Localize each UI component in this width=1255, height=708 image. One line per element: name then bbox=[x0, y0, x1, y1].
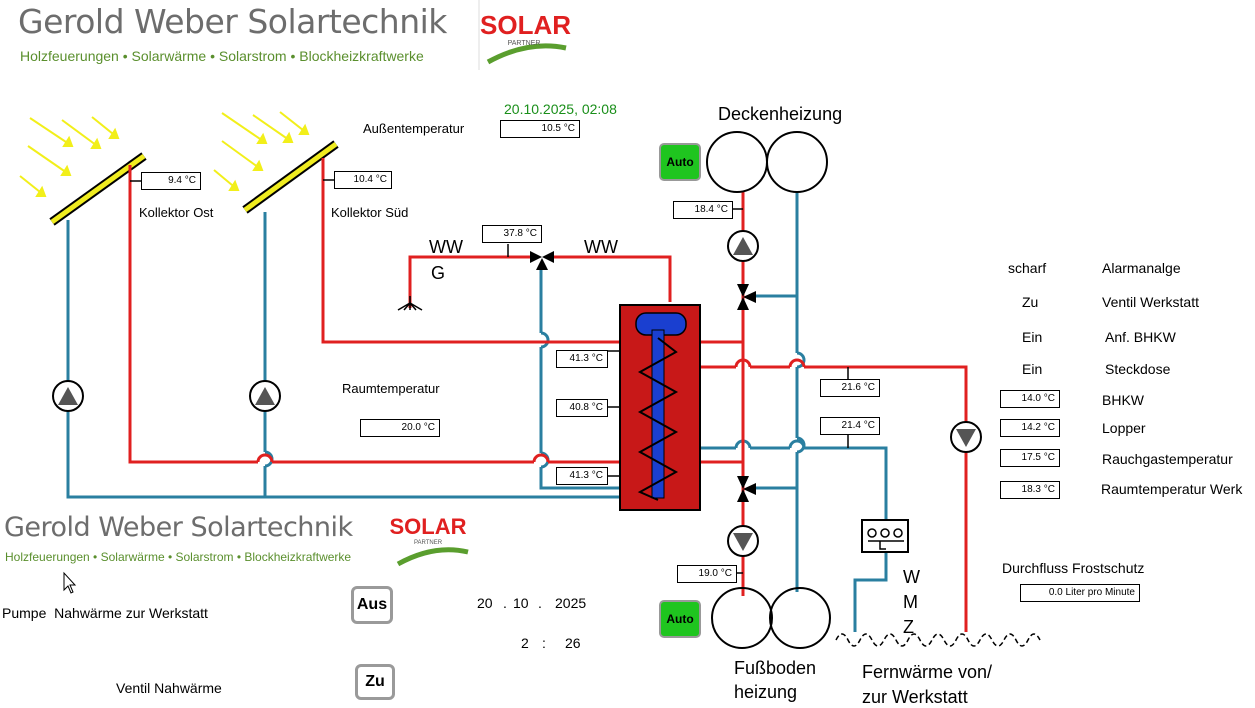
ceiling-heating-exchanger bbox=[706, 131, 828, 193]
valve-nahwaerme-label: Ventil Nahwärme bbox=[116, 680, 222, 696]
panel-date-sep1: . bbox=[503, 595, 507, 611]
tank-temp-top: 41.3 °C bbox=[556, 350, 608, 368]
ww-g-label: G bbox=[431, 263, 446, 283]
district-heating-line2: zur Werkstatt bbox=[862, 687, 968, 707]
panel-time-sep: : bbox=[542, 635, 546, 651]
tap-icon bbox=[397, 296, 423, 311]
datetime-display: 20.10.2025, 02:08 bbox=[504, 101, 617, 117]
district-heating-line1: Fernwärme von/ bbox=[862, 662, 993, 682]
status-bhkw-state: Ein bbox=[1022, 329, 1043, 345]
solar-logo-sub-bottom: PARTNER bbox=[413, 540, 443, 546]
wmz-z: Z bbox=[903, 617, 914, 637]
company-name-bottom: Gerold Weber Solartechnik bbox=[4, 512, 353, 543]
temp-workshop-label: Raumtemperatur Werk bbox=[1101, 481, 1243, 497]
panel-time-minute: 26 bbox=[565, 635, 581, 651]
collector-east-label: Kollektor Ost bbox=[139, 205, 214, 220]
mixing-valve-icon bbox=[530, 251, 554, 270]
panel-date-day: 20 bbox=[477, 595, 493, 611]
tank-temp-mid: 40.8 °C bbox=[556, 399, 608, 417]
collector-south-temp: 10.4 °C bbox=[334, 171, 392, 189]
status-alarm-label: Alarmanalge bbox=[1102, 260, 1181, 276]
outside-temp-label: Außentemperatur bbox=[363, 121, 465, 136]
ww-mix-temp: 37.8 °C bbox=[482, 225, 542, 243]
status-valve-state: Zu bbox=[1022, 294, 1039, 310]
sun-rays-south bbox=[213, 111, 310, 191]
floor-auto-button[interactable]: Auto bbox=[659, 600, 701, 638]
heat-meter-icon bbox=[861, 519, 909, 553]
tank-temp-bottom: 41.3 °C bbox=[556, 467, 608, 485]
temp-bhkw-value: 14.0 °C bbox=[1000, 390, 1060, 408]
pump-ceiling-icon bbox=[727, 230, 759, 262]
outside-temp-value: 10.5 °C bbox=[500, 120, 580, 138]
pump-collector-east-icon bbox=[52, 380, 84, 412]
temp-lopper-label: Lopper bbox=[1102, 420, 1146, 436]
status-bhkw-label: Anf. BHKW bbox=[1105, 329, 1176, 345]
collector-east-temp: 9.4 °C bbox=[141, 172, 201, 190]
room-temp-value: 20.0 °C bbox=[360, 419, 440, 437]
ceiling-auto-button[interactable]: Auto bbox=[659, 143, 701, 181]
temp-flue-value: 17.5 °C bbox=[1000, 449, 1060, 467]
company-name-top: Gerold Weber Solartechnik bbox=[18, 2, 447, 41]
status-alarm-state: scharf bbox=[1008, 260, 1047, 276]
pump-toggle-button[interactable]: Aus bbox=[351, 586, 393, 624]
temp-lopper-value: 14.2 °C bbox=[1000, 419, 1060, 437]
status-socket-state: Ein bbox=[1022, 361, 1043, 377]
temp-bhkw-label: BHKW bbox=[1102, 392, 1144, 408]
pump-district-icon bbox=[950, 421, 982, 453]
wmz-m: M bbox=[903, 592, 918, 612]
pump-collector-south-icon bbox=[249, 380, 281, 412]
room-temp-label: Raumtemperatur bbox=[342, 381, 440, 396]
line-temp-lower: 21.4 °C bbox=[820, 417, 880, 435]
floor-temp: 19.0 °C bbox=[677, 565, 737, 583]
temp-flue-label: Rauchgastemperatur bbox=[1102, 451, 1233, 467]
valve-toggle-button[interactable]: Zu bbox=[355, 664, 395, 700]
floor-heating-title-1: Fußboden bbox=[734, 658, 817, 678]
floor-heating-title-2: heizung bbox=[734, 682, 798, 702]
logo-swoosh-bottom bbox=[396, 547, 469, 567]
status-socket-label: Steckdose bbox=[1105, 361, 1171, 377]
three-way-valve-lower-icon bbox=[737, 476, 756, 502]
flow-label: Durchfluss Frostschutz bbox=[1002, 560, 1145, 576]
solar-logo-top: SOLAR bbox=[480, 10, 571, 40]
status-valve-label: Ventil Werkstatt bbox=[1102, 294, 1200, 310]
mouse-cursor-icon bbox=[63, 571, 77, 594]
pump-floor-icon bbox=[727, 525, 759, 557]
ww-right-label: WW bbox=[584, 237, 618, 257]
panel-date-year: 2025 bbox=[555, 595, 587, 611]
panel-date-month: 10 bbox=[513, 595, 529, 611]
temp-workshop-value: 18.3 °C bbox=[1000, 481, 1060, 499]
collector-south-label: Kollektor Süd bbox=[331, 205, 409, 220]
line-temp-upper: 21.6 °C bbox=[820, 379, 880, 397]
company-tagline-bottom: Holzfeuerungen • Solarwärme • Solarstrom… bbox=[5, 550, 352, 564]
wmz-w: W bbox=[903, 567, 920, 587]
solar-logo-sub-top: PARTNER bbox=[507, 40, 541, 47]
ww-left-label: WW bbox=[429, 237, 463, 257]
logo-swoosh-top bbox=[486, 43, 567, 65]
three-way-valve-upper-icon bbox=[737, 284, 756, 310]
floor-heating-exchanger bbox=[711, 587, 831, 649]
ceiling-temp: 18.4 °C bbox=[673, 201, 733, 219]
pump-nahwaerme-label: Pumpe Nahwärme zur Werkstatt bbox=[2, 605, 208, 621]
solar-logo-bottom: SOLAR bbox=[389, 514, 467, 539]
sun-rays-east bbox=[19, 116, 120, 197]
panel-time-hour: 2 bbox=[521, 635, 529, 651]
heat-coil bbox=[637, 337, 679, 501]
company-tagline-top: Holzfeuerungen • Solarwärme • Solarstrom… bbox=[20, 48, 424, 64]
ceiling-heating-title: Deckenheizung bbox=[718, 104, 843, 124]
flow-value: 0.0 Liter pro Minute bbox=[1020, 584, 1140, 602]
panel-date-sep2: . bbox=[538, 595, 542, 611]
ground-line bbox=[835, 633, 1041, 647]
